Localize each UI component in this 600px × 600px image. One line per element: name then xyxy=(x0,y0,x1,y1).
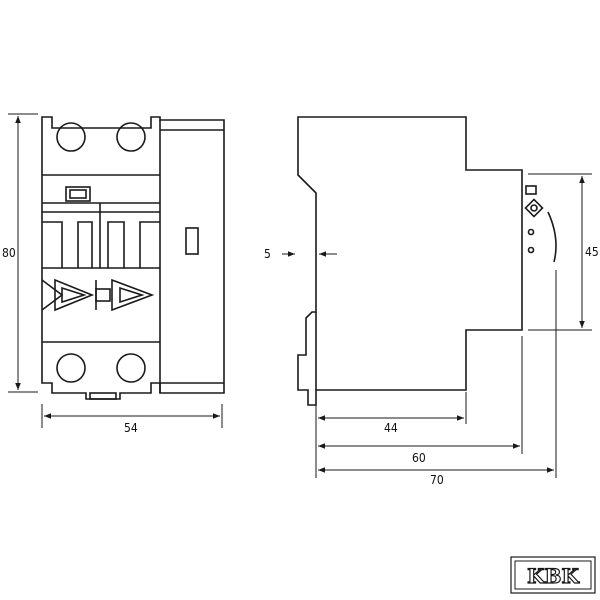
dim-label-width-front: 54 xyxy=(124,421,138,435)
front-view xyxy=(41,116,225,400)
side-lever-arc xyxy=(547,211,557,263)
dim-label-depth-44: 44 xyxy=(384,421,398,435)
side-dimensions xyxy=(282,173,592,478)
terminal-screw-top-left xyxy=(56,122,86,152)
logo-text: KBK xyxy=(527,564,579,588)
terminal-screw-top-right xyxy=(116,122,146,152)
indicator-window-inner xyxy=(69,189,87,199)
side-dot-2 xyxy=(527,246,535,254)
lever-right-a xyxy=(107,221,125,268)
side-view xyxy=(297,116,557,406)
arrow-mark-box xyxy=(95,288,111,302)
side-knob xyxy=(524,198,544,218)
dim-label-height-side: 45 xyxy=(585,245,599,259)
side-knob-center xyxy=(530,204,538,212)
side-clip xyxy=(525,185,537,195)
terminal-screw-bottom-right xyxy=(116,353,146,383)
side-body-outline xyxy=(297,116,523,406)
arrow-mark-right xyxy=(111,278,155,312)
logo-frame-inner xyxy=(514,560,592,590)
dim-label-height-front: 80 xyxy=(2,246,16,260)
indicator-window xyxy=(65,186,91,202)
lever-left-a xyxy=(42,221,63,268)
arrow-mark-left xyxy=(54,278,95,312)
din-clip xyxy=(89,392,117,400)
arrow-mark-left-inner xyxy=(61,286,87,304)
arrow-mark-left-edge xyxy=(41,279,64,311)
lever-right-b xyxy=(139,221,160,268)
dim-label-depth-70: 70 xyxy=(430,473,444,487)
test-button xyxy=(185,227,199,255)
kbk-logo: KBK xyxy=(510,556,596,594)
dim-label-bg-80 xyxy=(0,245,16,261)
front-body-outline xyxy=(41,116,225,400)
dim-label-bg-45 xyxy=(584,244,600,260)
dim-label-din-offset: 5 xyxy=(264,247,271,261)
lever-left-b xyxy=(77,221,93,268)
arrow-mark-right-inner xyxy=(119,286,145,304)
dim-label-depth-60: 60 xyxy=(412,451,426,465)
terminal-screw-bottom-left xyxy=(56,353,86,383)
front-dimensions xyxy=(8,113,223,428)
side-dot-1 xyxy=(527,228,535,236)
